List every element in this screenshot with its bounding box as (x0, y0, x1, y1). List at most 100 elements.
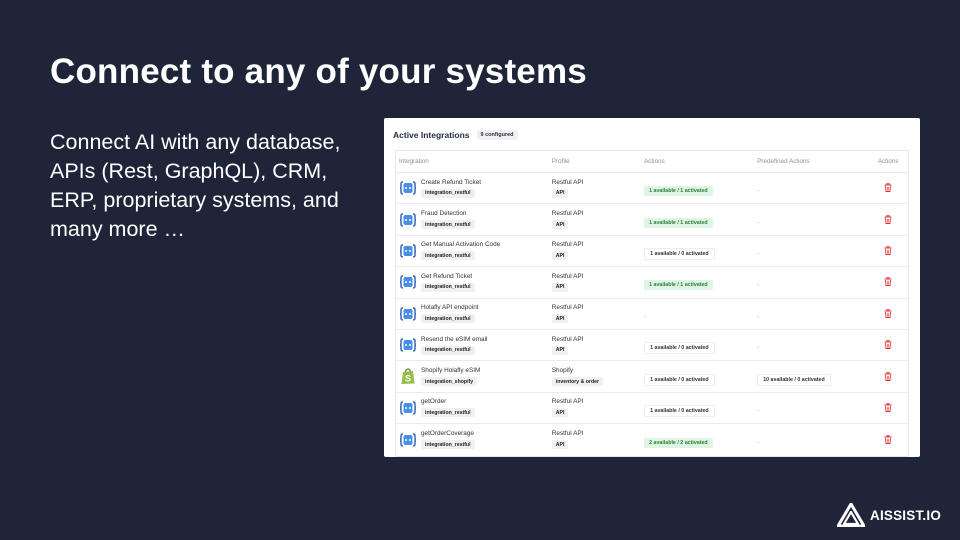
profile-name: Restful API (551, 272, 584, 280)
api-brackets-icon (399, 336, 417, 354)
integration-name[interactable]: Resend the eSIM email (421, 335, 488, 343)
logo-text: AISSIST.IO (870, 507, 942, 523)
count-badge: 9 configured (476, 130, 518, 140)
profile-name: Restful API (551, 430, 584, 438)
table-row[interactable]: Create Refund Ticket integration_restful R… (396, 173, 908, 205)
api-brackets-icon (399, 305, 417, 323)
panel-header: Active Integrations 9 configured (393, 124, 909, 146)
predefined-actions-cell: - (757, 211, 868, 229)
integration-name[interactable]: Get Refund Ticket (421, 272, 473, 280)
header-profile: Profile (551, 158, 570, 165)
integration-cell: S Shopify Holafly eSIM integration_shopify (396, 367, 552, 387)
integration-name[interactable]: Get Manual Activation Code (421, 241, 501, 249)
integration-name[interactable]: Create Refund Ticket (421, 178, 482, 186)
row-actions-cell (868, 211, 908, 229)
row-actions-cell (868, 431, 908, 449)
predefined-actions-value: - (757, 249, 760, 257)
integration-name[interactable]: Fraud Detection (421, 210, 467, 218)
header-row-actions: Actions (877, 158, 899, 165)
actions-cell: 1 available / 0 activated (644, 242, 757, 260)
integration-name[interactable]: Holafly API endpoint (421, 304, 479, 312)
integration-cell: Create Refund Ticket integration_restful (396, 179, 552, 198)
profile-name: Restful API (551, 178, 584, 186)
actions-badge: 1 available / 1 activated (644, 217, 713, 228)
profile-name: Restful API (551, 241, 584, 249)
profile-tag: API (551, 220, 569, 230)
aissist-logo-icon (837, 503, 865, 527)
actions-cell: 1 available / 0 activated (644, 368, 757, 386)
delete-trash-icon[interactable] (884, 211, 892, 229)
profile-name: Restful API (551, 335, 584, 343)
aissist-logo: AISSIST.IO (837, 503, 941, 527)
integration-cell: getOrderCoverage integration_restful (396, 430, 552, 450)
predefined-actions-cell: - (757, 336, 868, 354)
delete-trash-icon[interactable] (884, 431, 892, 449)
profile-cell: Restful API API (551, 210, 644, 230)
predefined-actions-cell: - (757, 305, 868, 323)
profile-name: Restful API (551, 210, 584, 218)
integration-tag: integration_restful (421, 282, 475, 292)
api-brackets-icon (399, 273, 417, 291)
integration-name[interactable]: getOrder (421, 398, 447, 406)
api-brackets-icon (399, 242, 417, 260)
delete-trash-icon[interactable] (884, 179, 892, 197)
actions-cell: 1 available / 0 activated (644, 399, 757, 417)
table-row[interactable]: getOrderCoverage integration_restful Restf… (396, 424, 908, 455)
delete-trash-icon[interactable] (884, 336, 892, 354)
svg-text:S: S (405, 374, 411, 384)
predefined-actions-cell: - (757, 431, 868, 449)
predefined-actions-badge: 10 available / 0 activated (757, 373, 831, 386)
actions-badge: 1 available / 0 activated (644, 373, 715, 386)
delete-trash-icon[interactable] (884, 273, 892, 291)
integration-tag: integration_restful (421, 251, 475, 261)
integration-cell: getOrder integration_restful (396, 398, 552, 418)
predefined-actions-cell: - (757, 242, 868, 260)
delete-trash-icon[interactable] (884, 368, 892, 386)
shopify-bag-icon: S (399, 368, 417, 386)
predefined-actions-value: - (757, 344, 760, 352)
active-integrations-panel: Active Integrations 9 configured Integra… (384, 118, 920, 457)
integration-name[interactable]: getOrderCoverage (421, 430, 474, 438)
integration-tag: integration_restful (421, 408, 475, 418)
table-row[interactable]: Get Manual Activation Code integration_re… (396, 236, 908, 268)
predefined-actions-value: - (757, 438, 760, 446)
actions-cell: 2 available / 2 activated (644, 431, 757, 449)
actions-badge: 1 available / 0 activated (644, 404, 715, 417)
delete-trash-icon[interactable] (884, 305, 892, 323)
integration-name[interactable]: Shopify Holafly eSIM (421, 367, 481, 375)
integration-tag: integration_shopify (421, 377, 478, 387)
table-header: Integration Profile Actions Predefined A… (396, 151, 908, 173)
predefined-actions-value: - (757, 218, 760, 226)
delete-trash-icon[interactable] (884, 242, 892, 260)
integration-tag: integration_restful (421, 440, 475, 450)
predefined-actions-value: - (757, 406, 760, 414)
table-row[interactable]: Get Refund Ticket integration_restful Rest… (396, 267, 908, 299)
profile-name: Restful API (551, 304, 584, 312)
row-actions-cell (868, 368, 908, 386)
delete-trash-icon[interactable] (884, 399, 892, 417)
table-row[interactable]: S Shopify Holafly eSIM integration_shopify… (396, 361, 908, 393)
slide-title: Connect to any of your systems (50, 52, 587, 91)
profile-tag: API (551, 188, 569, 198)
actions-cell: 1 available / 1 activated (644, 211, 757, 229)
row-actions-cell (868, 399, 908, 417)
integration-cell: Get Refund Ticket integration_restful (396, 273, 552, 292)
integration-cell: Get Manual Activation Code integration_re… (396, 241, 552, 261)
integration-tag: integration_restful (421, 220, 475, 230)
table-row[interactable]: Fraud Detection integration_restful Restfu… (396, 204, 908, 236)
integration-tag: integration_restful (421, 188, 475, 198)
row-actions-cell (868, 305, 908, 323)
actions-badge: 2 available / 2 activated (644, 437, 713, 448)
predefined-actions-cell: 10 available / 0 activated (757, 368, 868, 386)
